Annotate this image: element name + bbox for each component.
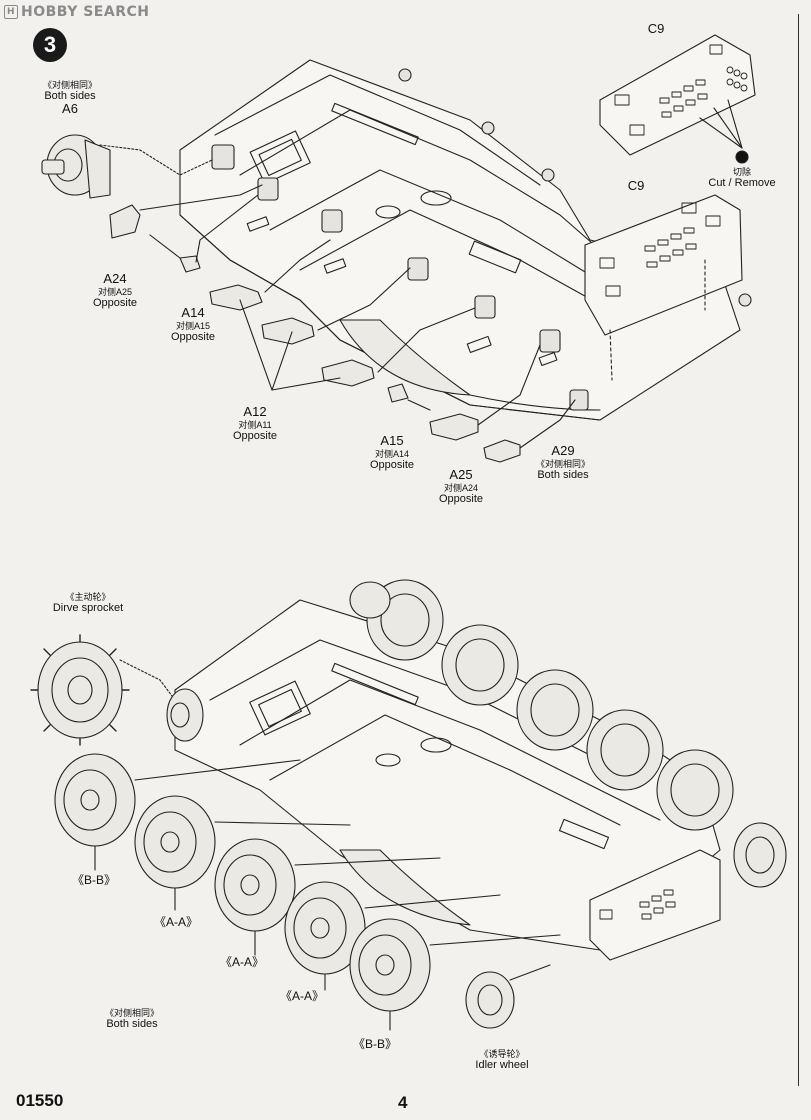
far-idler-wheel bbox=[733, 822, 787, 888]
label-a6-en: Both sides bbox=[44, 90, 96, 103]
c9-plate-mid bbox=[584, 194, 743, 381]
label-a14: A14 对侧A15 Opposite bbox=[158, 305, 228, 343]
label-c9-mid-code: C9 bbox=[627, 178, 645, 193]
label-idler-wheel-en: Idler wheel bbox=[475, 1059, 529, 1072]
label-idler-wheel: 《诱导轮》 Idler wheel bbox=[462, 1049, 542, 1071]
watermark: H HOBBY SEARCH bbox=[4, 4, 149, 20]
label-a12: A12 对侧A11 Opposite bbox=[220, 404, 290, 442]
label-a25-en: Opposite bbox=[438, 492, 484, 505]
label-aa-1: 《A-A》 bbox=[153, 915, 198, 929]
watermark-text: HOBBY SEARCH bbox=[21, 4, 150, 20]
watermark-logo-icon: H bbox=[4, 5, 18, 19]
c9-plate-top bbox=[599, 34, 756, 164]
label-c9-top-code: C9 bbox=[647, 21, 665, 36]
label-a12-en: Opposite bbox=[232, 429, 278, 442]
label-a6-cn: 《对侧相同》 bbox=[42, 80, 97, 90]
label-a15-code: A15 bbox=[380, 433, 404, 448]
label-a24-cn: 对侧A25 bbox=[97, 286, 132, 297]
label-cut-remove-en: Cut / Remove bbox=[708, 177, 776, 190]
top-leader-lines bbox=[139, 184, 576, 449]
label-a25-cn: 对侧A24 bbox=[443, 482, 478, 493]
bottom-leader-lines bbox=[94, 759, 561, 1031]
label-a6: 《对侧相同》 Both sides A6 bbox=[30, 80, 110, 117]
lower-hull-drawing bbox=[174, 599, 721, 961]
label-idler-wheel-cn: 《诱导轮》 bbox=[479, 1049, 525, 1059]
label-a24-code: A24 bbox=[103, 271, 127, 286]
label-a29-cn: 《对侧相同》 bbox=[535, 458, 590, 469]
label-aa-2: 《A-A》 bbox=[219, 955, 264, 969]
label-drive-sprocket-cn: 《主动轮》 bbox=[65, 592, 111, 602]
label-both-sides-bottom-cn: 《对侧相同》 bbox=[104, 1008, 159, 1018]
label-a24: A24 对侧A25 Opposite bbox=[80, 271, 150, 309]
page-frame bbox=[14, 14, 799, 1086]
label-a14-code: A14 bbox=[181, 305, 205, 320]
product-code: 01550 bbox=[16, 1091, 64, 1110]
label-a24-en: Opposite bbox=[92, 296, 138, 309]
far-side-road-wheels bbox=[349, 579, 734, 831]
drive-sprocket-part bbox=[30, 634, 130, 746]
near-idler-wheel bbox=[465, 971, 515, 1029]
label-drive-sprocket-en: Dirve sprocket bbox=[52, 602, 124, 615]
label-aa-3: 《A-A》 bbox=[279, 989, 324, 1003]
label-a12-cn: 对侧A11 bbox=[238, 419, 272, 430]
step-number-badge: 3 bbox=[33, 28, 67, 62]
label-a29-en: Both sides bbox=[537, 468, 589, 481]
label-cut-remove-cn: 切除 bbox=[732, 167, 751, 177]
suspension-arm-parts bbox=[109, 204, 521, 463]
label-c9-mid: C9 bbox=[618, 178, 654, 194]
label-c9-top: C9 bbox=[636, 21, 676, 37]
upper-hull-drawing bbox=[179, 59, 752, 421]
label-a15: A15 对侧A14 Opposite bbox=[357, 433, 427, 471]
label-a6-code: A6 bbox=[62, 101, 78, 117]
label-drive-sprocket: 《主动轮》 Dirve sprocket bbox=[38, 592, 138, 614]
label-a29: A29 《对侧相同》 Both sides bbox=[523, 443, 603, 481]
label-a14-en: Opposite bbox=[170, 330, 216, 343]
label-a15-cn: 对侧A14 bbox=[374, 448, 409, 459]
label-a14-cn: 对侧A15 bbox=[175, 320, 210, 331]
label-a25-code: A25 bbox=[449, 467, 473, 482]
near-side-road-wheels bbox=[54, 753, 431, 1012]
label-a15-en: Opposite bbox=[369, 458, 415, 471]
label-both-sides-bottom: 《对侧相同》 Both sides bbox=[92, 1008, 172, 1030]
label-a29-code: A29 bbox=[551, 443, 575, 458]
final-drive-hub bbox=[166, 688, 204, 742]
label-bb-right: 《B-B》 bbox=[352, 1037, 397, 1051]
label-a25: A25 对侧A24 Opposite bbox=[426, 467, 496, 505]
label-both-sides-bottom-en: Both sides bbox=[106, 1018, 158, 1031]
label-cut-remove: 切除 Cut / Remove bbox=[700, 167, 784, 189]
page-number: 4 bbox=[398, 1093, 408, 1112]
label-bb-left: 《B-B》 bbox=[71, 873, 116, 887]
a6-hub-part bbox=[41, 134, 111, 199]
label-a12-code: A12 bbox=[243, 404, 267, 419]
